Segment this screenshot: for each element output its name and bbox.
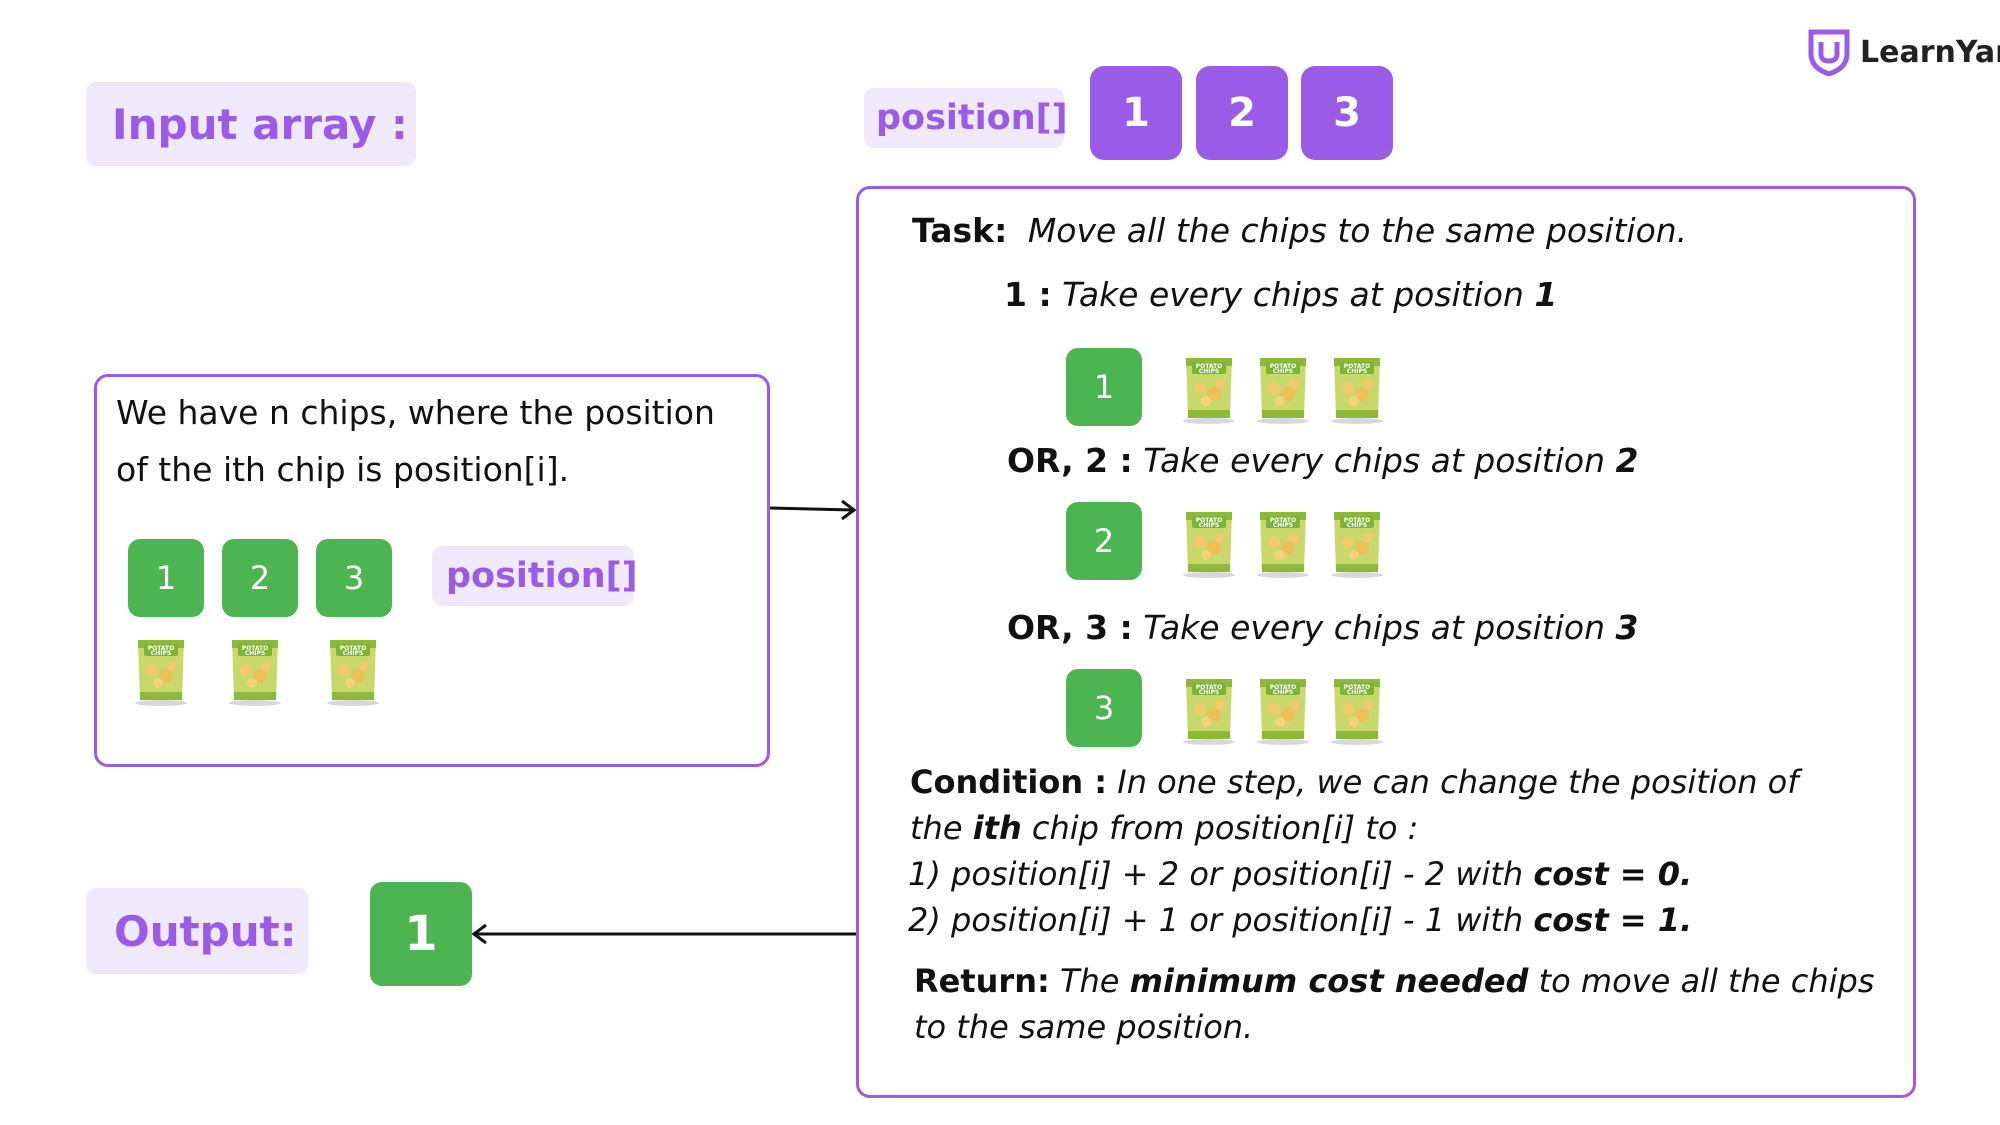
brand-name: LearnYard — [1860, 34, 2000, 70]
potato-chips-icon — [132, 636, 190, 708]
arrow-to-task — [769, 499, 857, 521]
task-heading: Task: Move all the chips to the same pos… — [912, 211, 1688, 250]
output-value-tile: 1 — [370, 882, 472, 986]
arrow-to-output — [471, 923, 856, 945]
condition-line-3: 1) position[i] + 2 or position[i] - 2 wi… — [908, 855, 1693, 893]
input-array-label: Input array : — [86, 82, 416, 166]
problem-line-2: of the ith chip is position[i]. — [116, 450, 570, 489]
output-label: Output: — [86, 888, 308, 974]
brand-logo: LearnYard — [1808, 28, 2000, 76]
potato-chips-icon — [1254, 508, 1312, 580]
task-option-1: 1 : Take every chips at position 1 — [1004, 275, 1558, 314]
array-value-tile: 2 — [1196, 66, 1288, 160]
return-line-1: Return: The minimum cost needed to move … — [914, 962, 1875, 1000]
option-2-tile: 2 — [1066, 502, 1142, 580]
condition-line-1: Condition : In one step, we can change t… — [910, 763, 1799, 801]
problem-array-name: position[] — [432, 546, 638, 606]
potato-chips-icon — [1328, 508, 1386, 580]
position-tile: 2 — [222, 539, 298, 617]
position-tile: 3 — [316, 539, 392, 617]
problem-line-1: We have n chips, where the position — [116, 393, 715, 432]
potato-chips-icon — [1254, 354, 1312, 426]
option-3-tile: 3 — [1066, 669, 1142, 747]
array-name-label: position[] — [864, 88, 1068, 148]
return-line-2: to the same position. — [914, 1008, 1254, 1046]
potato-chips-icon — [1180, 508, 1238, 580]
array-value-tile: 3 — [1301, 66, 1393, 160]
potato-chips-icon — [1328, 675, 1386, 747]
condition-line-4: 2) position[i] + 1 or position[i] - 1 wi… — [908, 901, 1693, 939]
shield-icon — [1808, 29, 1850, 76]
task-option-3: OR, 3 : Take every chips at position 3 — [1007, 608, 1639, 647]
potato-chips-icon — [1180, 354, 1238, 426]
task-option-2: OR, 2 : Take every chips at position 2 — [1007, 441, 1639, 480]
potato-chips-icon — [1254, 675, 1312, 747]
task-box — [856, 186, 1916, 1098]
array-value-tile: 1 — [1090, 66, 1182, 160]
position-tile: 1 — [128, 539, 204, 617]
potato-chips-icon — [1328, 354, 1386, 426]
potato-chips-icon — [226, 636, 284, 708]
potato-chips-icon — [324, 636, 382, 708]
task-text: Move all the chips to the same position. — [1027, 211, 1688, 250]
condition-line-2: the ith chip from position[i] to : — [910, 809, 1419, 847]
option-1-tile: 1 — [1066, 348, 1142, 426]
potato-chips-icon — [1180, 675, 1238, 747]
